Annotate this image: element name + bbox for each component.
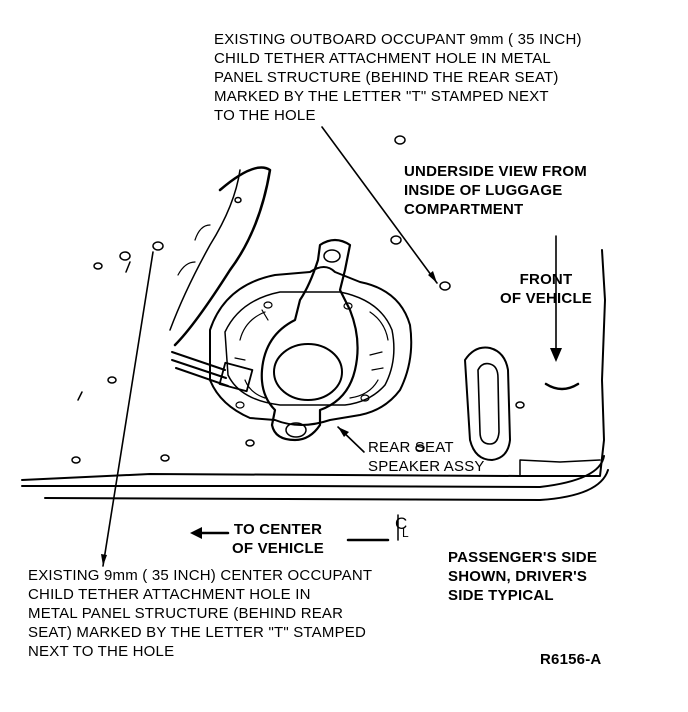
passenger-side-label: PASSENGER'S SIDE SHOWN, DRIVER'S SIDE TY… xyxy=(448,549,598,604)
front-of-vehicle-label: FRONT OF VEHICLE xyxy=(500,271,593,307)
to-center-label: TO CENTER OF VEHICLE xyxy=(232,521,325,557)
fasteners xyxy=(71,135,525,464)
speaker-assy-label: REAR SEAT SPEAKER ASSY xyxy=(368,439,485,475)
front-marker xyxy=(544,382,580,391)
figure-id-label: R6156-A xyxy=(540,651,602,668)
panel-outline xyxy=(21,249,606,481)
center-hole-label: EXISTING 9mm ( 35 INCH) CENTER OCCUPANT … xyxy=(28,567,373,660)
underside-view-label: UNDERSIDE VIEW FROM INSIDE OF LUGGAGE CO… xyxy=(404,163,587,218)
panel-lower-lip xyxy=(44,469,609,501)
outboard-hole-label: EXISTING OUTBOARD OCCUPANT 9mm ( 35 INCH… xyxy=(214,31,582,124)
panel-step xyxy=(519,459,601,477)
centerline-symbol-c: C xyxy=(395,514,408,533)
panel-bottom-edge xyxy=(21,455,605,488)
speaker-assembly xyxy=(171,238,413,442)
curved-rib xyxy=(173,166,272,347)
centerline-symbol-l: L xyxy=(402,526,409,540)
slot-cutout xyxy=(464,346,511,461)
